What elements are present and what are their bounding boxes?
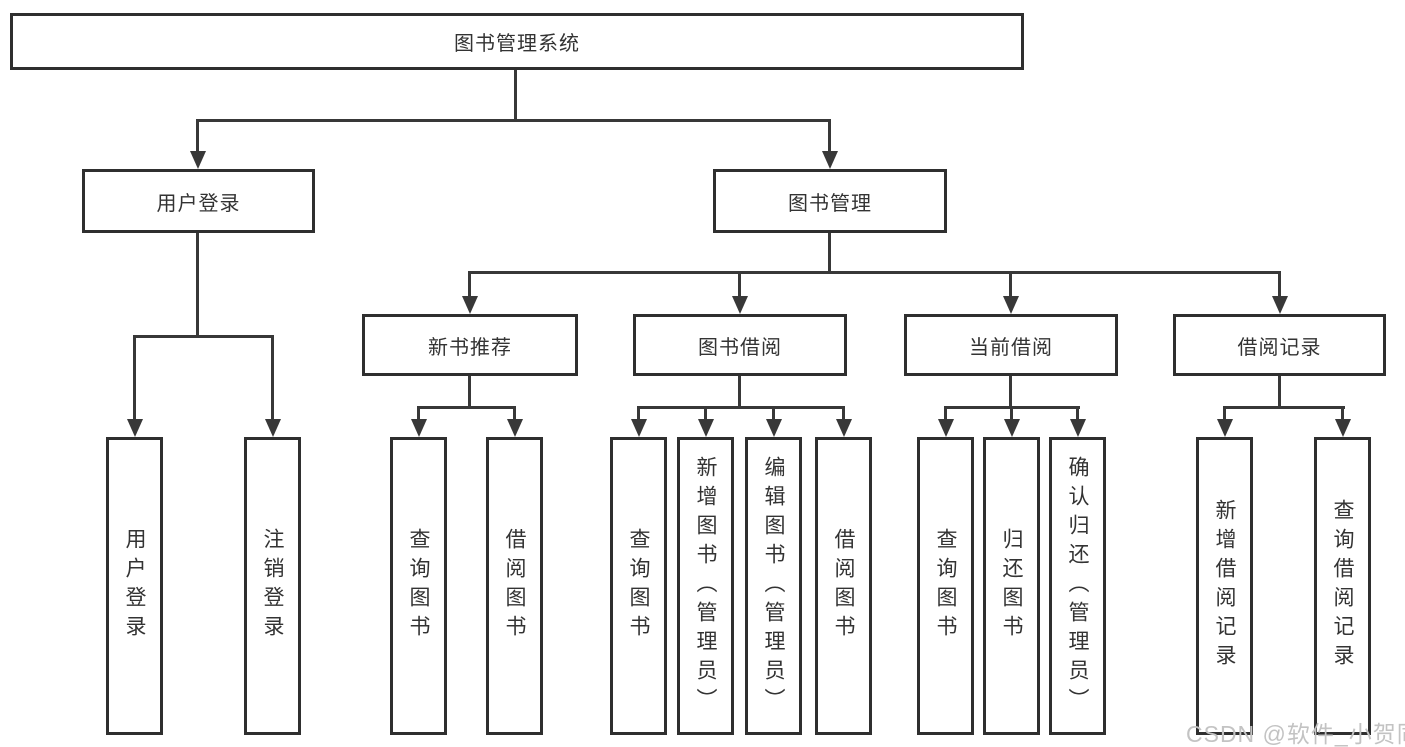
- leaf-query-books-recommend: 查询图书: [390, 437, 447, 735]
- leaf-user-login: 用户登录: [106, 437, 163, 735]
- node-label: 借阅图书: [503, 528, 526, 644]
- leaf-borrow-books-borrowing: 借阅图书: [815, 437, 872, 735]
- connector-line: [133, 335, 274, 338]
- node-borrowing-records: 借阅记录: [1173, 314, 1386, 376]
- node-label: 当前借阅: [969, 336, 1053, 359]
- arrowhead-down-icon: [1009, 271, 1012, 296]
- arrowhead-down-icon: [828, 119, 831, 151]
- connector-line: [1009, 374, 1012, 409]
- leaf-query-borrow-record: 查询借阅记录: [1314, 437, 1371, 735]
- node-label: 新增图书（管理员）: [694, 455, 717, 717]
- arrowhead-down-icon: [1010, 406, 1013, 419]
- node-label: 查询借阅记录: [1331, 499, 1354, 673]
- connector-line: [196, 231, 199, 338]
- arrowhead-down-icon: [772, 406, 775, 419]
- node-label: 借阅图书: [832, 528, 855, 644]
- node-book-management: 图书管理: [713, 169, 947, 233]
- connector-line: [514, 66, 517, 122]
- node-new-book-recommendation: 新书推荐: [362, 314, 578, 376]
- leaf-add-borrow-record: 新增借阅记录: [1196, 437, 1253, 735]
- node-label: 查询图书: [627, 528, 650, 644]
- leaf-query-books-borrowing: 查询图书: [610, 437, 667, 735]
- arrowhead-down-icon: [738, 271, 741, 296]
- leaf-add-book-admin: 新增图书（管理员）: [677, 437, 734, 735]
- node-label: 查询图书: [934, 528, 957, 644]
- arrowhead-down-icon: [1341, 406, 1344, 419]
- arrowhead-down-icon: [468, 271, 471, 296]
- connector-line: [738, 374, 741, 409]
- node-current-borrowing: 当前借阅: [904, 314, 1118, 376]
- arrowhead-down-icon: [513, 406, 516, 419]
- node-label: 确认归还（管理员）: [1066, 455, 1089, 717]
- leaf-logout: 注销登录: [244, 437, 301, 735]
- connector-line: [1223, 406, 1345, 409]
- arrowhead-down-icon: [704, 406, 707, 419]
- node-label: 查询图书: [407, 528, 430, 644]
- arrowhead-down-icon: [637, 406, 640, 419]
- connector-line: [828, 231, 831, 274]
- node-user-login: 用户登录: [82, 169, 315, 233]
- connector-line: [468, 374, 471, 409]
- node-label: 编辑图书（管理员）: [762, 455, 785, 717]
- arrowhead-down-icon: [271, 335, 274, 419]
- arrowhead-down-icon: [1223, 406, 1226, 419]
- node-label: 用户登录: [123, 528, 146, 644]
- leaf-borrow-books-recommend: 借阅图书: [486, 437, 543, 735]
- arrowhead-down-icon: [196, 119, 199, 151]
- arrowhead-down-icon: [1278, 271, 1281, 296]
- connector-line: [1278, 374, 1281, 409]
- leaf-confirm-return-admin: 确认归还（管理员）: [1049, 437, 1106, 735]
- node-label: 归还图书: [1000, 528, 1023, 644]
- csdn-watermark: CSDN @软件_小贺同学: [1186, 721, 1405, 747]
- node-label: 借阅记录: [1237, 336, 1322, 359]
- leaf-edit-book-admin: 编辑图书（管理员）: [745, 437, 802, 735]
- arrowhead-down-icon: [944, 406, 947, 419]
- node-root-library-management-system: 图书管理系统: [10, 13, 1024, 70]
- connector-line: [637, 406, 845, 409]
- node-label: 图书借阅: [698, 336, 782, 359]
- node-label: 新书推荐: [428, 336, 512, 359]
- node-label: 注销登录: [261, 528, 284, 644]
- node-book-borrowing: 图书借阅: [633, 314, 847, 376]
- arrowhead-down-icon: [842, 406, 845, 419]
- connector-line: [197, 119, 831, 122]
- arrowhead-down-icon: [417, 406, 420, 419]
- node-label: 用户登录: [156, 192, 241, 215]
- connector-line: [417, 406, 516, 409]
- node-label: 图书管理: [788, 192, 872, 215]
- connector-line: [469, 271, 1281, 274]
- node-label: 图书管理系统: [454, 33, 580, 55]
- leaf-query-books-current: 查询图书: [917, 437, 974, 735]
- leaf-return-books: 归还图书: [983, 437, 1040, 735]
- arrowhead-down-icon: [1076, 406, 1079, 419]
- node-label: 新增借阅记录: [1213, 499, 1236, 673]
- arrowhead-down-icon: [133, 335, 136, 419]
